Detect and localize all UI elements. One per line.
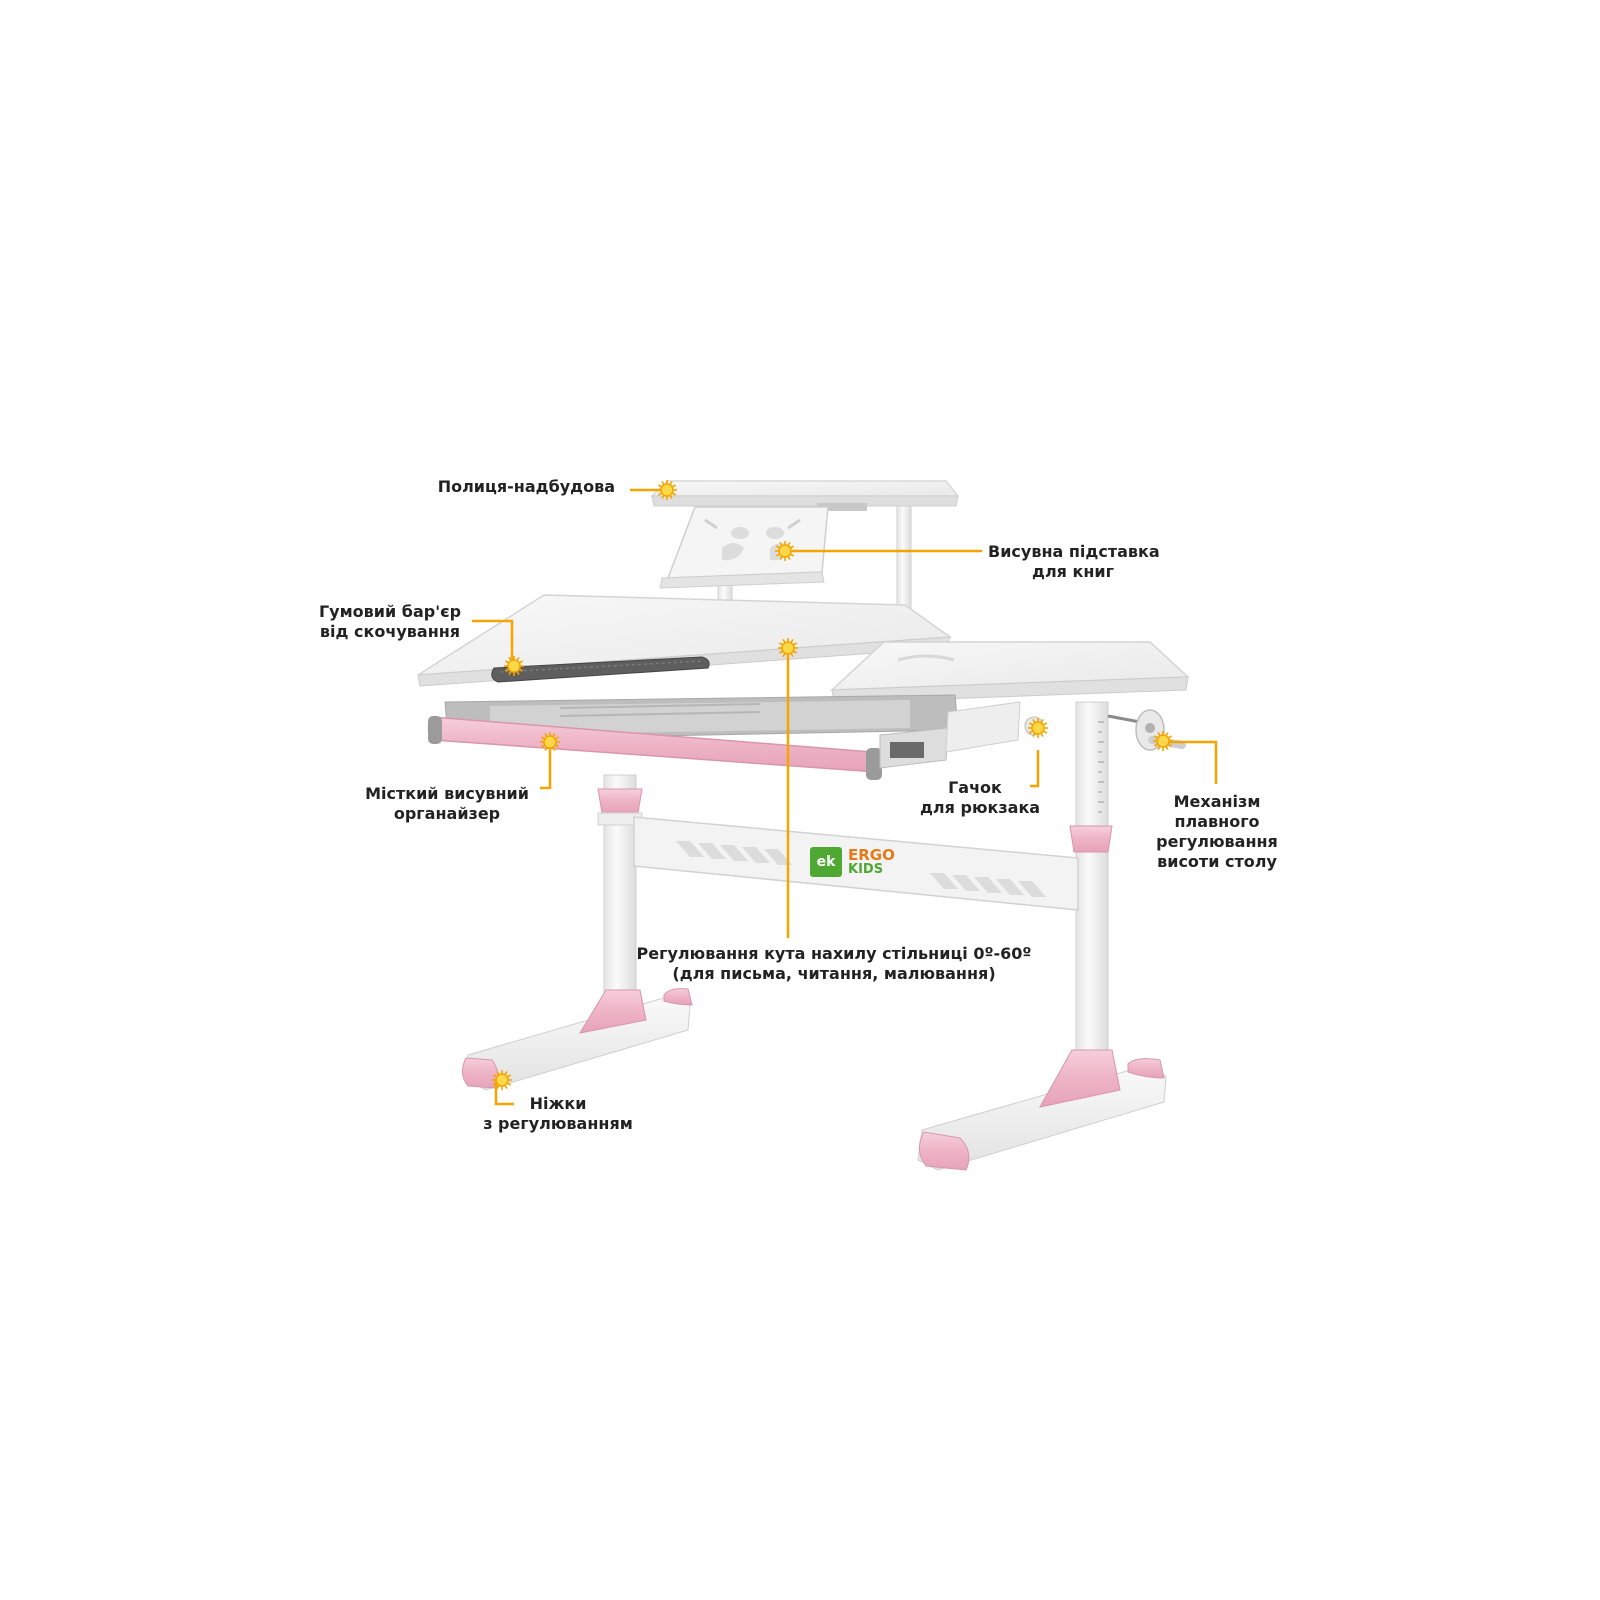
logo-mark-text: ek: [816, 854, 836, 870]
leader-organizer: [540, 742, 552, 790]
right-leg: [917, 701, 1167, 1171]
callout-hook: Гачок для рюкзака: [920, 778, 1041, 818]
callout-shelf: Полиця-надбудова: [438, 477, 615, 497]
callout-line: органайзер: [393, 804, 501, 823]
leader-legs: [494, 1082, 514, 1106]
callout-line: плавного: [1174, 812, 1260, 831]
callout-marker: [504, 656, 524, 676]
callout-line: Регулювання кута нахилу стільниці 0º-60º: [636, 944, 1032, 963]
callout-markers: [492, 480, 1173, 1090]
callout-leader-lines: [472, 488, 1218, 1106]
callout-line: Полиця-надбудова: [437, 477, 615, 496]
logo-line2: KIDS: [848, 862, 884, 877]
callout-book-stand: Висувна підставка для книг: [988, 542, 1160, 582]
marker-dot: [1156, 734, 1170, 748]
callout-marker: [492, 1070, 512, 1090]
callout-line: Гачок: [948, 778, 1002, 797]
marker-dot: [781, 641, 795, 655]
callout-line: Висувна підставка: [988, 542, 1160, 561]
marker-dot: [660, 483, 674, 497]
callout-line: (для письма, читання, малювання): [672, 964, 996, 983]
callout-line: Гумовий бар'єр: [318, 602, 462, 621]
callout-line: Місткий висувний: [365, 784, 529, 803]
callout-line: регулювання: [1156, 832, 1278, 851]
leader-rubber-barrier: [472, 619, 514, 664]
callout-height-mechanism: Механізм плавного регулювання висоти сто…: [1142, 792, 1292, 872]
callout-legs: Ніжки з регулюванням: [478, 1094, 638, 1134]
rubber-barrier: [491, 656, 710, 683]
logo-mark: ek: [810, 847, 842, 877]
callout-marker: [1153, 731, 1173, 751]
logo-line1: ERGO: [848, 846, 895, 864]
callout-line: висоти столу: [1157, 852, 1277, 871]
marker-dot: [495, 1073, 509, 1087]
marker-dot: [543, 735, 557, 749]
ergokids-logo: ek ERGO KIDS: [810, 847, 898, 881]
callout-marker: [1028, 718, 1048, 738]
callout-line: від скочування: [319, 622, 461, 641]
organizer-drawer: [427, 694, 1044, 780]
leader-hook: [1030, 750, 1040, 788]
marker-dot: [1031, 721, 1045, 735]
callout-rubber-barrier: Гумовий бар'єр від скочування: [310, 602, 470, 642]
callout-organizer: Місткий висувний органайзер: [358, 784, 536, 824]
callout-line: з регулюванням: [483, 1114, 633, 1133]
crank-handle: [1107, 709, 1186, 751]
fixed-desktop: [830, 641, 1190, 704]
callout-line: Механізм: [1173, 792, 1261, 811]
marker-dot: [778, 544, 792, 558]
callout-tilt: Регулювання кута нахилу стільниці 0º-60º…: [634, 944, 1034, 984]
callout-line: для книг: [1032, 562, 1114, 581]
marker-dot: [507, 659, 521, 673]
callout-line: для рюкзака: [920, 798, 1041, 817]
crossbar-slots: [676, 841, 1046, 897]
callout-marker: [778, 638, 798, 658]
callout-marker: [775, 541, 795, 561]
crossbar: [633, 816, 1079, 911]
left-leg: [462, 774, 693, 1091]
book-stand: [659, 506, 829, 589]
callout-line: Ніжки: [529, 1094, 587, 1113]
leader-height-mechanism: [1168, 740, 1218, 784]
callout-marker: [540, 732, 560, 752]
callout-marker: [657, 480, 677, 500]
